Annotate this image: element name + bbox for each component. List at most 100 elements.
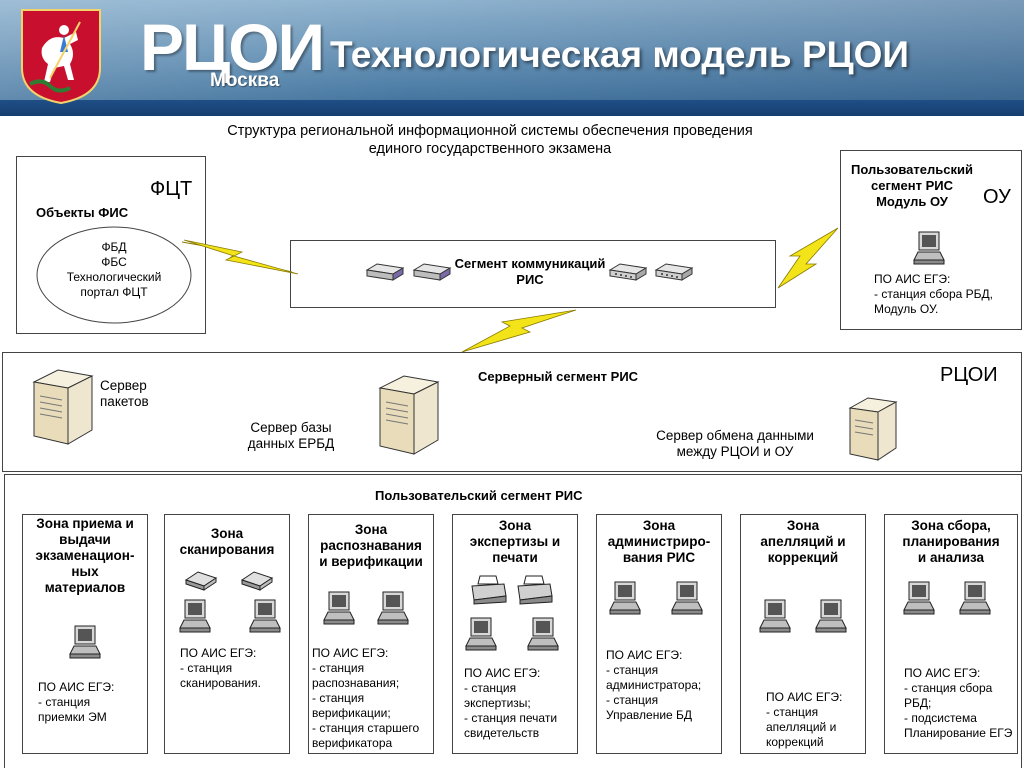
diagram-title: Структура региональной информационной си… — [160, 122, 820, 158]
zone-title: Зона распознавания и верификации — [310, 522, 432, 570]
communication-segment-label: Сегмент коммуникаций РИС — [430, 256, 630, 288]
page-title: Технологическая модель РЦОИ — [330, 34, 910, 75]
zone-title: Зона сбора, планирования и анализа — [886, 518, 1016, 566]
scanner-icon — [184, 571, 218, 591]
zone-title-line: печати — [492, 550, 538, 565]
zone-desc-line: ПО АИС ЕГЭ: — [766, 690, 843, 704]
zone-title-line: Зона — [498, 518, 532, 533]
workstation-icon — [959, 581, 991, 615]
zone-desc-line: апелляций и — [766, 720, 837, 734]
zone-description: ПО АИС ЕГЭ: - станция распознавания; - с… — [312, 646, 419, 751]
zone-desc-line: - подсистема — [904, 711, 977, 725]
server-db-label: Сервер базы данных ЕРБД — [232, 420, 350, 452]
zone-title-line: экзаменацион- — [35, 548, 135, 563]
lightning-link-icon — [181, 239, 299, 275]
zone-description: ПО АИС ЕГЭ: - станция апелляций и коррек… — [766, 690, 842, 750]
moscow-coat-of-arms-icon — [21, 9, 101, 105]
workstation-icon — [465, 617, 497, 651]
zone-description: ПО АИС ЕГЭ: - станция приемки ЭМ — [38, 680, 114, 725]
fct-item: ФБС — [101, 255, 127, 269]
zone-box-collection — [884, 514, 1018, 754]
ou-title-line: Модуль ОУ — [876, 194, 948, 209]
zone-desc-line: - станция — [606, 693, 659, 707]
zone-title-line: Зона — [642, 518, 676, 533]
zone-desc-line: свидетельств — [464, 726, 540, 740]
zone-desc-line: распознавания; — [312, 676, 400, 690]
zone-title: Зона сканирования — [166, 526, 288, 558]
server-packets-line: Сервер — [100, 378, 147, 393]
workstation-icon — [69, 625, 101, 659]
ou-description: ПО АИС ЕГЭ: - станция сбора РБД, Модуль … — [874, 272, 993, 317]
zone-box-administration — [596, 514, 722, 754]
zone-desc-line: - станция старшего — [312, 721, 420, 735]
logo-text: РЦОИ — [140, 10, 325, 84]
switch-icon — [608, 263, 648, 281]
diagram-title-line1: Структура региональной информационной си… — [227, 123, 753, 139]
zone-desc-line: - станция — [606, 663, 659, 677]
zone-title-line: Зона сбора, — [911, 518, 991, 533]
workstation-icon — [179, 599, 211, 633]
zone-title-line: ных — [71, 564, 99, 579]
zone-title-line: Зона — [354, 522, 388, 537]
zone-desc-line: ПО АИС ЕГЭ: — [464, 666, 541, 680]
zone-title-line: распознавания — [320, 538, 422, 553]
zone-desc-line: - станция — [180, 661, 233, 675]
zone-title-line: апелляций и — [760, 534, 846, 549]
server-icon — [848, 397, 898, 461]
zone-title-line: сканирования — [179, 542, 275, 557]
diagram-title-line2: единого государственного экзамена — [368, 141, 612, 157]
server-icon — [32, 369, 94, 445]
server-icon — [378, 375, 440, 455]
zone-title-line: планирования — [902, 534, 1000, 549]
zone-description: ПО АИС ЕГЭ: - станция экспертизы; - стан… — [464, 666, 557, 741]
zone-title-line: администриро- — [607, 534, 711, 549]
fct-item: ФБД — [101, 240, 127, 254]
zone-title-line: и анализа — [917, 550, 985, 565]
zone-title: Зона апелляций и коррекций — [742, 518, 864, 566]
workstation-icon — [815, 599, 847, 633]
zone-desc-line: ПО АИС ЕГЭ: — [606, 648, 683, 662]
zone-box-scanning — [164, 514, 290, 754]
ou-title-line: сегмент РИС — [871, 178, 953, 193]
server-segment-title: Серверный сегмент РИС — [478, 369, 639, 384]
lightning-link-icon — [461, 309, 577, 353]
zone-title-line: вания РИС — [622, 550, 696, 565]
zone-desc-line: администратора; — [606, 678, 702, 692]
scanner-icon — [240, 571, 274, 591]
server-db-line: Сервер базы — [250, 420, 332, 435]
ou-title-line: Пользовательский — [851, 162, 973, 177]
zone-desc-line: - станция — [312, 691, 365, 705]
zone-desc-line: ПО АИС ЕГЭ: — [312, 646, 389, 660]
printer-icon — [517, 575, 553, 605]
router-icon — [412, 263, 452, 281]
zone-desc-line: верификатора — [312, 736, 393, 750]
zone-title: Зона экспертизы и печати — [454, 518, 576, 566]
zone-desc-line: - станция — [464, 681, 517, 695]
zone-title-line: Зона приема и — [36, 516, 134, 531]
zone-desc-line: приемки ЭМ — [38, 710, 107, 724]
server-packets-line: пакетов — [100, 394, 149, 409]
server-exchange-label: Сервер обмена данными между РЦОИ и ОУ — [640, 428, 830, 460]
zone-box-recognition — [308, 514, 434, 754]
zone-title-line: выдачи — [59, 532, 111, 547]
zone-desc-line: ПО АИС ЕГЭ: — [38, 680, 115, 694]
zone-desc-line: Планирование ЕГЭ — [904, 726, 1013, 740]
header-banner: РЦОИ Москва Технологическая модель РЦОИ — [0, 0, 1024, 116]
workstation-icon — [609, 581, 641, 615]
zone-desc-line: Управление БД — [606, 708, 693, 722]
user-segment-title: Пользовательский сегмент РИС — [375, 488, 583, 503]
fct-label: ФЦТ — [150, 178, 193, 200]
server-exchange-line: между РЦОИ и ОУ — [676, 444, 794, 459]
zone-desc-line: экспертизы; — [464, 696, 531, 710]
zone-description: ПО АИС ЕГЭ: - станция сбора РБД; - подси… — [904, 666, 1012, 741]
zone-desc-line: - станция сбора — [904, 681, 993, 695]
ou-desc-line: - станция сбора РБД, — [874, 287, 993, 301]
communication-line2: РИС — [516, 272, 544, 287]
fct-item: Технологический — [66, 270, 162, 284]
zone-desc-line: верификации; — [312, 706, 391, 720]
zone-description: ПО АИС ЕГЭ: - станция администратора; - … — [606, 648, 701, 723]
fis-objects-title: Объекты ФИС — [36, 205, 129, 220]
lightning-link-icon — [777, 227, 839, 289]
zone-desc-line: ПО АИС ЕГЭ: — [180, 646, 257, 660]
workstation-icon — [249, 599, 281, 633]
